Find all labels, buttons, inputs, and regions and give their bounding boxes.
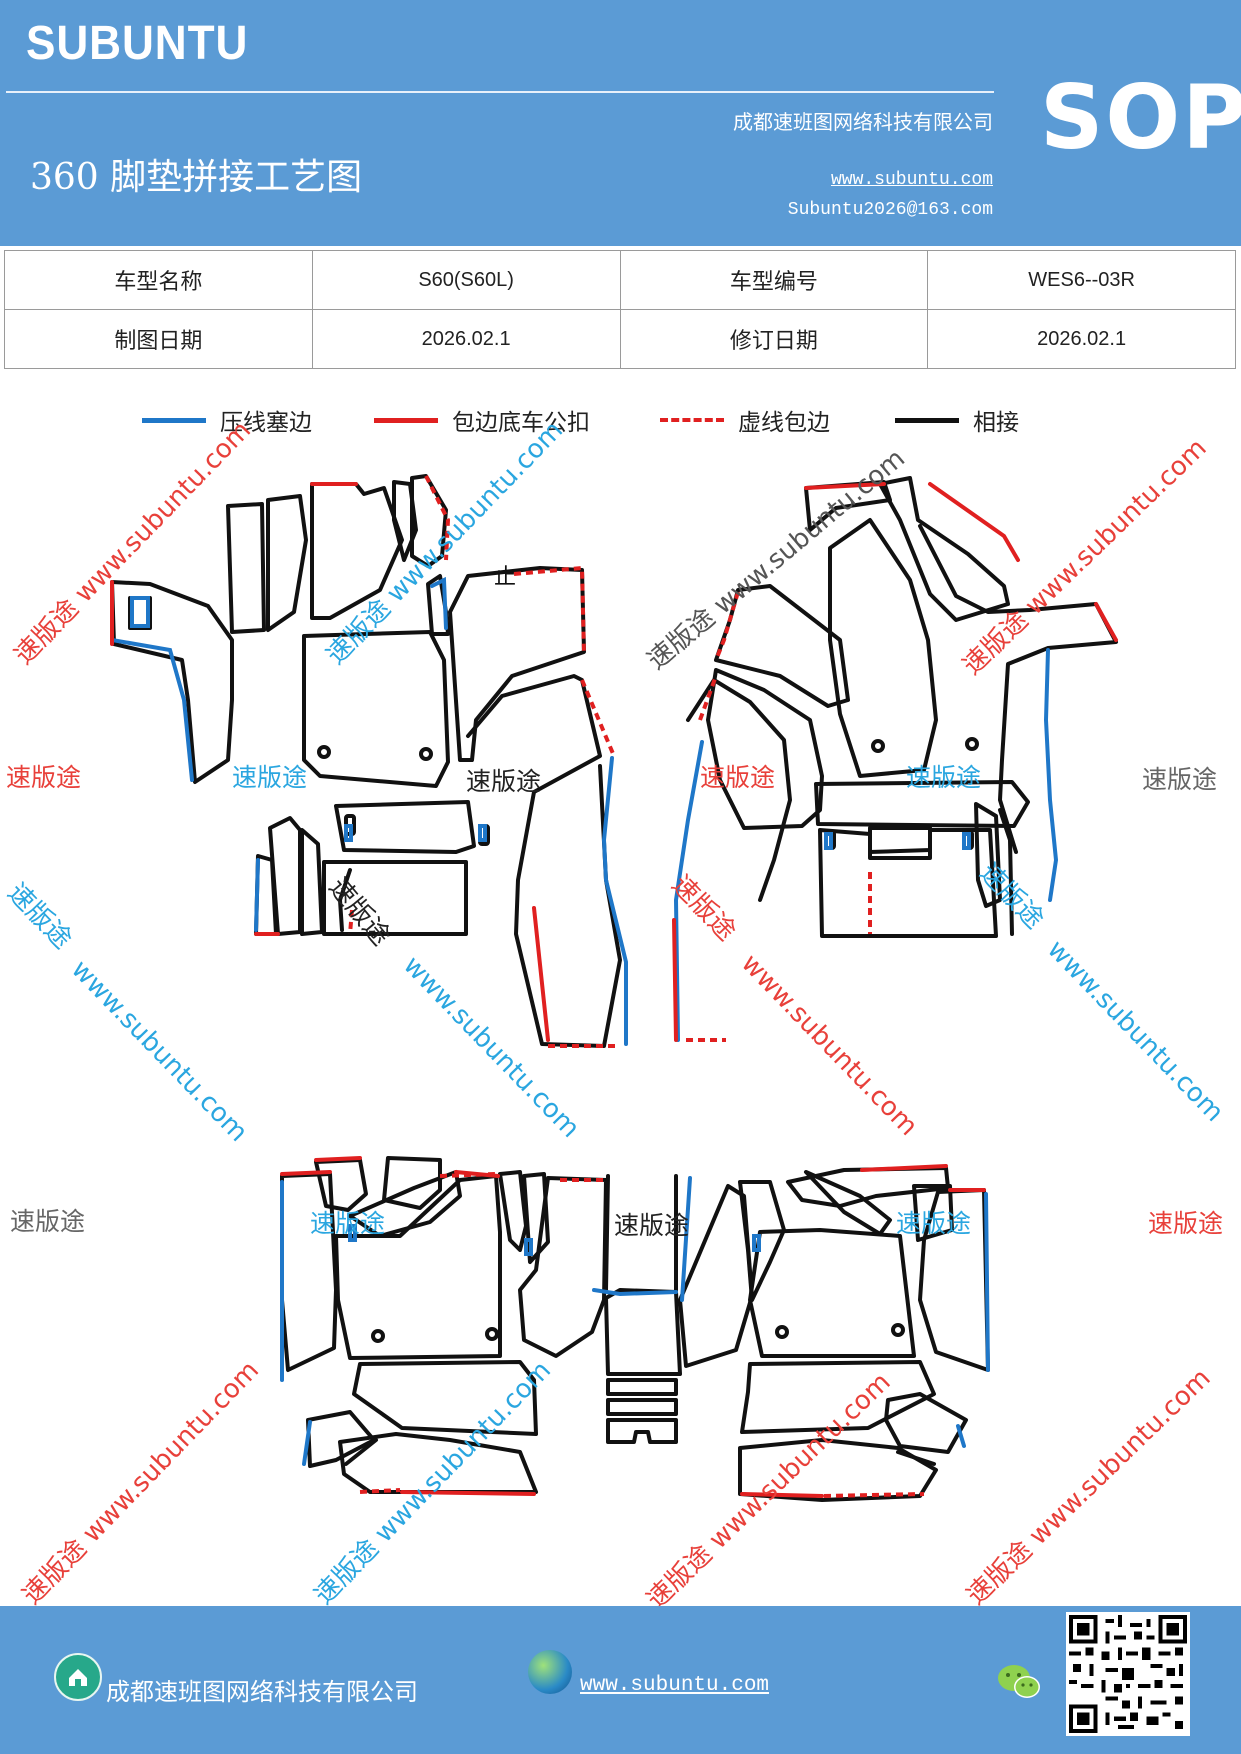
watermark-brand: 速版途 [896,1209,972,1238]
mat-piece [868,826,932,854]
legend-item-blue: 压线塞边 [142,405,312,436]
watermark-brand: 速版途 [10,1207,86,1236]
mat-piece [740,1360,936,1434]
mat-piece [606,1418,678,1444]
legend-item-red: 包边底车公扣 [374,405,590,436]
model-code-value: WES6--03R [927,250,1236,310]
mat-piece [448,566,586,762]
table-row: 车型名称 S60(S60L) 车型编号 WES6--03R [4,250,1236,310]
mat-piece [466,674,622,1048]
mat-piece [974,802,1002,908]
qr-code [1066,1612,1190,1736]
legend-swatch-icon [142,417,206,423]
model-code-label: 车型编号 [619,250,929,310]
logo: SUBUNTU [26,17,249,70]
legend-swatch-icon [374,417,438,423]
wechat-icon[interactable] [996,1662,1044,1702]
mat-piece [344,1438,378,1466]
revise-date-label: 修订日期 [619,309,929,369]
home-icon [54,1653,102,1701]
mat-piece [498,1170,528,1252]
mat-piece [300,828,324,936]
footer-website-link[interactable]: www.subuntu.com [580,1674,770,1697]
stop-mark: 止 [494,565,516,590]
mat-piece [322,860,468,936]
legend-label: 压线塞边 [220,410,312,436]
watermark-brand: 速版途 [6,763,82,792]
model-name-value: S60(S60L) [311,250,621,310]
legend-swatch-icon [660,418,724,422]
watermark-brand: 速版途 [1142,765,1218,794]
mat-piece [382,1156,442,1210]
watermark-brand: 速版途 [310,1209,386,1238]
mat-piece [912,1184,954,1242]
mat-piece [266,494,308,632]
mat-piece [522,1172,550,1264]
blue-edges [110,576,1059,1466]
mat-piece [818,828,998,938]
legend-label: 相接 [973,410,1019,436]
legend-item-black: 相接 [895,405,1019,436]
mat-piece [878,476,1010,622]
legend-swatch-icon [895,417,959,423]
mat-piece [714,584,850,708]
page-title: 360 脚垫拼接工艺图 [30,157,363,198]
mat-piece [338,868,352,932]
table-row: 制图日期 2026.02.1 修订日期 2026.02.1 [4,309,1236,369]
mat-piece [606,1378,678,1396]
mat-piece [706,668,824,830]
watermark-brand: 速版途 [232,763,308,792]
legend-label: 包边底车公扣 [452,410,590,436]
mat-piece [828,518,938,778]
email-address[interactable]: Subuntu2026@163.com [787,200,993,220]
model-name-label: 车型名称 [4,250,313,310]
header-divider [6,91,994,93]
vehicle-info-table: 车型名称 S60(S60L) 车型编号 WES6--03R 制图日期 2026.… [4,250,1236,369]
mat-piece [814,780,1030,828]
mat-piece [678,1184,754,1368]
red-edges [110,482,1118,1498]
mat-piece [748,1228,916,1358]
website-link[interactable]: www.subuntu.com [830,170,993,190]
mat-piece [302,630,450,788]
legend-label: 虚线包边 [738,410,830,436]
draw-date-value: 2026.02.1 [311,309,621,369]
mat-piece [804,1170,892,1236]
red-dashed-edges [348,475,925,1498]
globe-icon [528,1650,572,1694]
mat-piece [518,1176,608,1358]
mat-piece [884,1392,968,1454]
sop-badge: SOP [1040,66,1241,169]
watermark-brand: 速版途 [614,1211,690,1240]
mat-piece [226,502,266,634]
mat-piece [896,1450,936,1466]
footer-company: 成都速班图网络科技有限公司 [106,1678,418,1706]
mat-piece [306,1410,376,1468]
draw-date-label: 制图日期 [4,309,313,369]
mat-piece [334,800,476,854]
watermark-brand: 速版途 [466,767,542,796]
mat-piece [352,1360,538,1436]
mat-piece [604,1288,682,1376]
page-footer: 成都速班图网络科技有限公司 www.subuntu.com [0,1606,1241,1754]
legend-item-red-dashed: 虚线包边 [660,405,830,436]
watermark-brand: 速版途 [700,763,776,792]
mat-piece [110,580,234,784]
mat-piece [338,1432,538,1494]
revise-date-value: 2026.02.1 [927,309,1236,369]
mat-piece [604,1174,610,1292]
mat-pieces [110,474,1118,1502]
mat-piece [334,1174,502,1360]
mat-piece [998,808,1014,936]
floor-mat-diagram: 止 [110,474,1118,1502]
mat-piece [314,1158,368,1212]
watermark-brand: 速版途 [1148,1209,1224,1238]
company-name: 成都速班图网络科技有限公司 [733,110,993,134]
mat-piece [310,482,404,620]
page-header: SUBUNTU 360 脚垫拼接工艺图 成都速班图网络科技有限公司 www.su… [0,0,1241,246]
watermark-brand: 速版途 [906,763,982,792]
mat-piece [606,1398,678,1416]
